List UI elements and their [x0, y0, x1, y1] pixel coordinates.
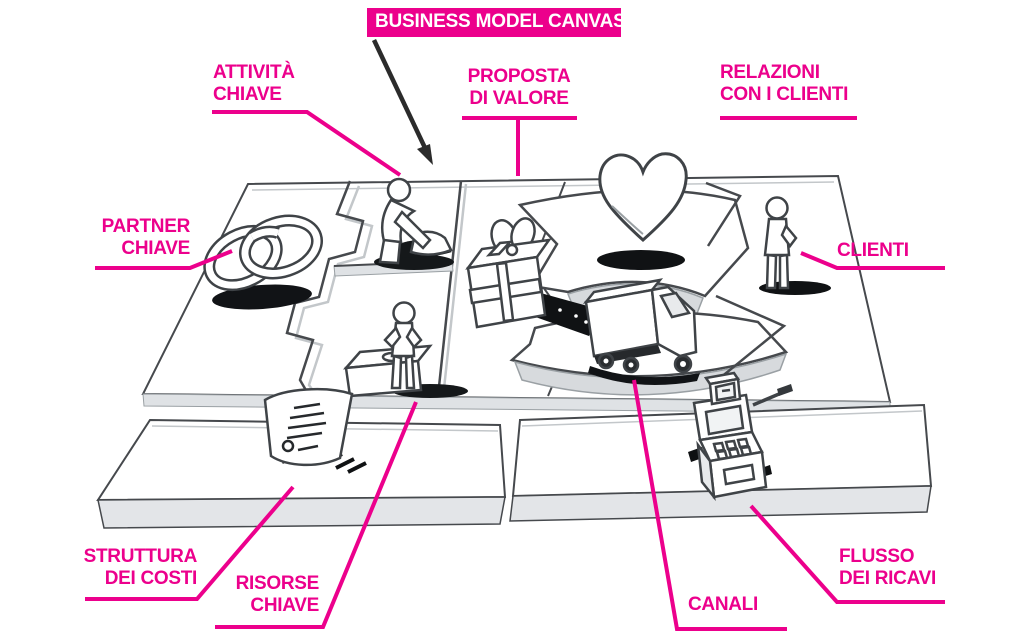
title-arrow: [371, 39, 433, 165]
standing-person-icon: [759, 196, 831, 295]
label-customer-relationships: RELAZIONI CON I CLIENTI: [720, 62, 849, 105]
label-value-proposition: PROPOSTA DI VALORE: [467, 66, 571, 109]
label-key-partners: PARTNER CHIAVE: [101, 216, 191, 259]
interlocked-rings-icon: [203, 214, 324, 310]
label-channels: CANALI: [688, 594, 758, 615]
revenue-streams-slab: [509, 403, 933, 522]
label-customers: CLIENTI: [837, 240, 909, 261]
delivery-truck-icon: [582, 278, 700, 386]
heart-icon: [597, 152, 688, 270]
label-cost-structure: STRUTTURA DEI COSTI: [83, 546, 198, 589]
cash-register-icon: [688, 371, 793, 502]
label-leader-lines: [85, 110, 945, 631]
label-revenue-streams: FLUSSO DEI RICAVI: [839, 546, 936, 589]
person-with-box-icon: [342, 301, 468, 398]
worker-figure-icon: [374, 177, 454, 270]
invoice-document-icon: [263, 387, 367, 474]
gift-box-icon: [465, 217, 602, 336]
label-key-resources: RISORSE CHIAVE: [235, 573, 320, 616]
label-key-activities: ATTIVITÀ CHIAVE: [213, 62, 295, 105]
page-title: BUSINESS MODEL CANVAS: [367, 8, 626, 37]
